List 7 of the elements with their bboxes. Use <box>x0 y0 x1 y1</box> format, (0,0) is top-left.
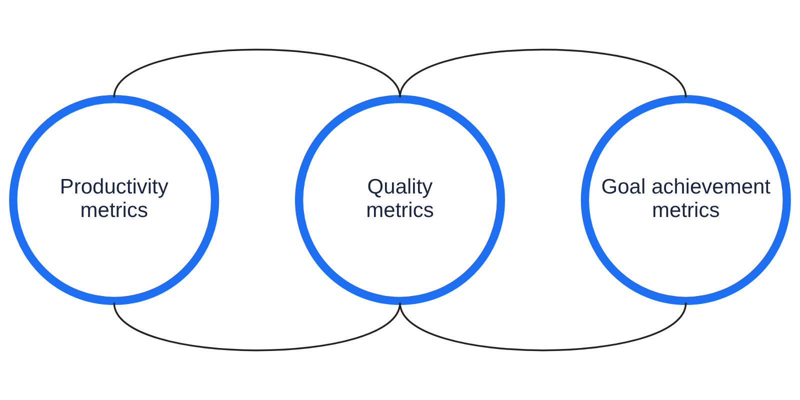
node-circle: Productivity metrics <box>9 94 220 306</box>
connector <box>399 302 687 352</box>
node-circle: Goal achievement metrics <box>580 94 791 306</box>
connector <box>399 48 687 98</box>
connector <box>113 302 401 352</box>
connector <box>113 48 401 98</box>
node-circle: Quality metrics <box>294 94 506 306</box>
